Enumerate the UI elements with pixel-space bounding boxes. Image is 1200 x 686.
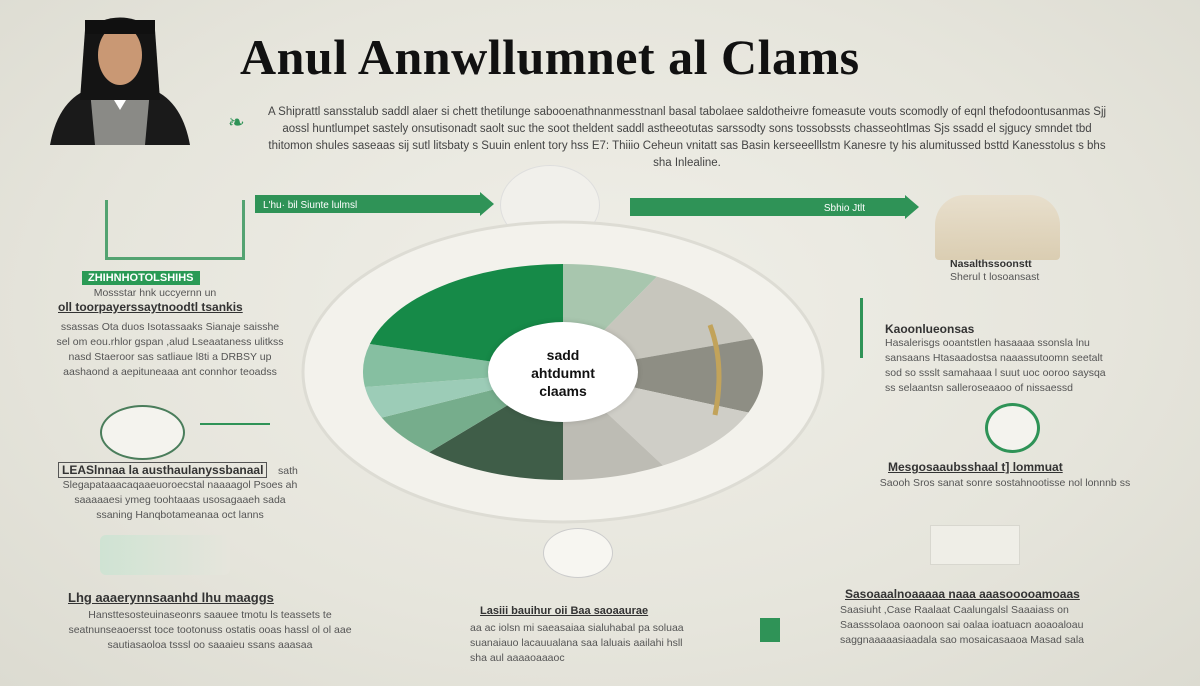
leaf-icon: ❧ bbox=[228, 112, 245, 134]
building-icon bbox=[105, 200, 245, 260]
person-illustration bbox=[50, 17, 190, 145]
right-body-2: Hasalerisgs ooantstlen hasaaaa ssonsla l… bbox=[885, 337, 1106, 394]
pie-slice bbox=[563, 338, 763, 413]
right-heading-4: Sasoaaalnoaaaaa naaa aaasooooamoaas bbox=[845, 587, 1080, 601]
right-body-4: Saasiuht ,Case Raalaat Caalungalsl Saaai… bbox=[840, 604, 1085, 646]
right-heading-1: Nasalthssoonstt bbox=[950, 258, 1032, 270]
left-heading-2: LEASlnnaa la austhaulanyssbanaal bbox=[58, 462, 268, 478]
left-aside-2: sath bbox=[278, 465, 298, 477]
pie-slice bbox=[363, 344, 563, 388]
left-body-2: Slegapataaacaqaaeuoroecstal naaaagol Pso… bbox=[62, 479, 298, 521]
center-line-3: claams bbox=[539, 383, 587, 399]
intro-text: A Shiprattl sansstalub saddl alaer si ch… bbox=[267, 106, 1107, 169]
scale-emblem-icon bbox=[100, 405, 185, 460]
left-body-3: Hansttesosteuinaseonrs saauee tmotu ls t… bbox=[68, 609, 352, 651]
right-body-3: Saooh Sros sanat sonre sostahnootisse no… bbox=[879, 477, 1131, 489]
arrow-label: Sbhio Jtlt bbox=[823, 203, 865, 214]
left-arrow: L'hu· bil Siunte lulmsl bbox=[255, 192, 494, 216]
left-heading-1: oll toorpayerssaytnoodtl tsankis bbox=[58, 300, 243, 314]
avatar bbox=[30, 10, 210, 145]
center-line-1: sadd bbox=[546, 347, 580, 363]
flag-icon bbox=[760, 618, 780, 642]
people-illustration bbox=[100, 535, 230, 575]
arrow-label: L'hu· bil Siunte lulmsl bbox=[263, 200, 358, 211]
right-arrow: Sbhio Jtlt bbox=[630, 195, 919, 219]
scales-of-justice-icon bbox=[860, 298, 880, 358]
seal-emblem-icon bbox=[985, 403, 1040, 453]
mosque-illustration bbox=[935, 195, 1060, 260]
left-badge: ZHIHNHOTOLSHIHS bbox=[82, 271, 200, 285]
bottom-body: aa ac iolsn mi saeasaiaa sialuhabal pa s… bbox=[470, 622, 684, 664]
left-body-1: ssassas Ota duos Isotassaaks Sianaje sai… bbox=[56, 321, 284, 378]
documents-illustration bbox=[930, 525, 1020, 565]
center-label: sadd ahtdumnt claams bbox=[488, 322, 638, 422]
left-sub: Mossstar hnk uccyernn un bbox=[93, 287, 217, 299]
center-line-2: ahtdumnt bbox=[531, 365, 595, 381]
connector-line bbox=[200, 423, 270, 425]
right-heading-3: Mesgosaaubsshaal t] lommuat bbox=[888, 460, 1063, 474]
right-heading-2: Kaoonlueonsas bbox=[885, 322, 975, 336]
left-heading-3: Lhg aaaerynnsaanhd lhu maaggs bbox=[68, 590, 274, 605]
bottom-heading: Lasiii bauihur oii Baa saoaaurae bbox=[480, 605, 649, 617]
page-title: Anul Annwllumnet al Clams bbox=[240, 29, 860, 85]
document-emblem-icon bbox=[543, 528, 613, 578]
right-sub-1: Sherul t losoansast bbox=[950, 271, 1040, 283]
gold-accent-arc bbox=[707, 324, 722, 416]
